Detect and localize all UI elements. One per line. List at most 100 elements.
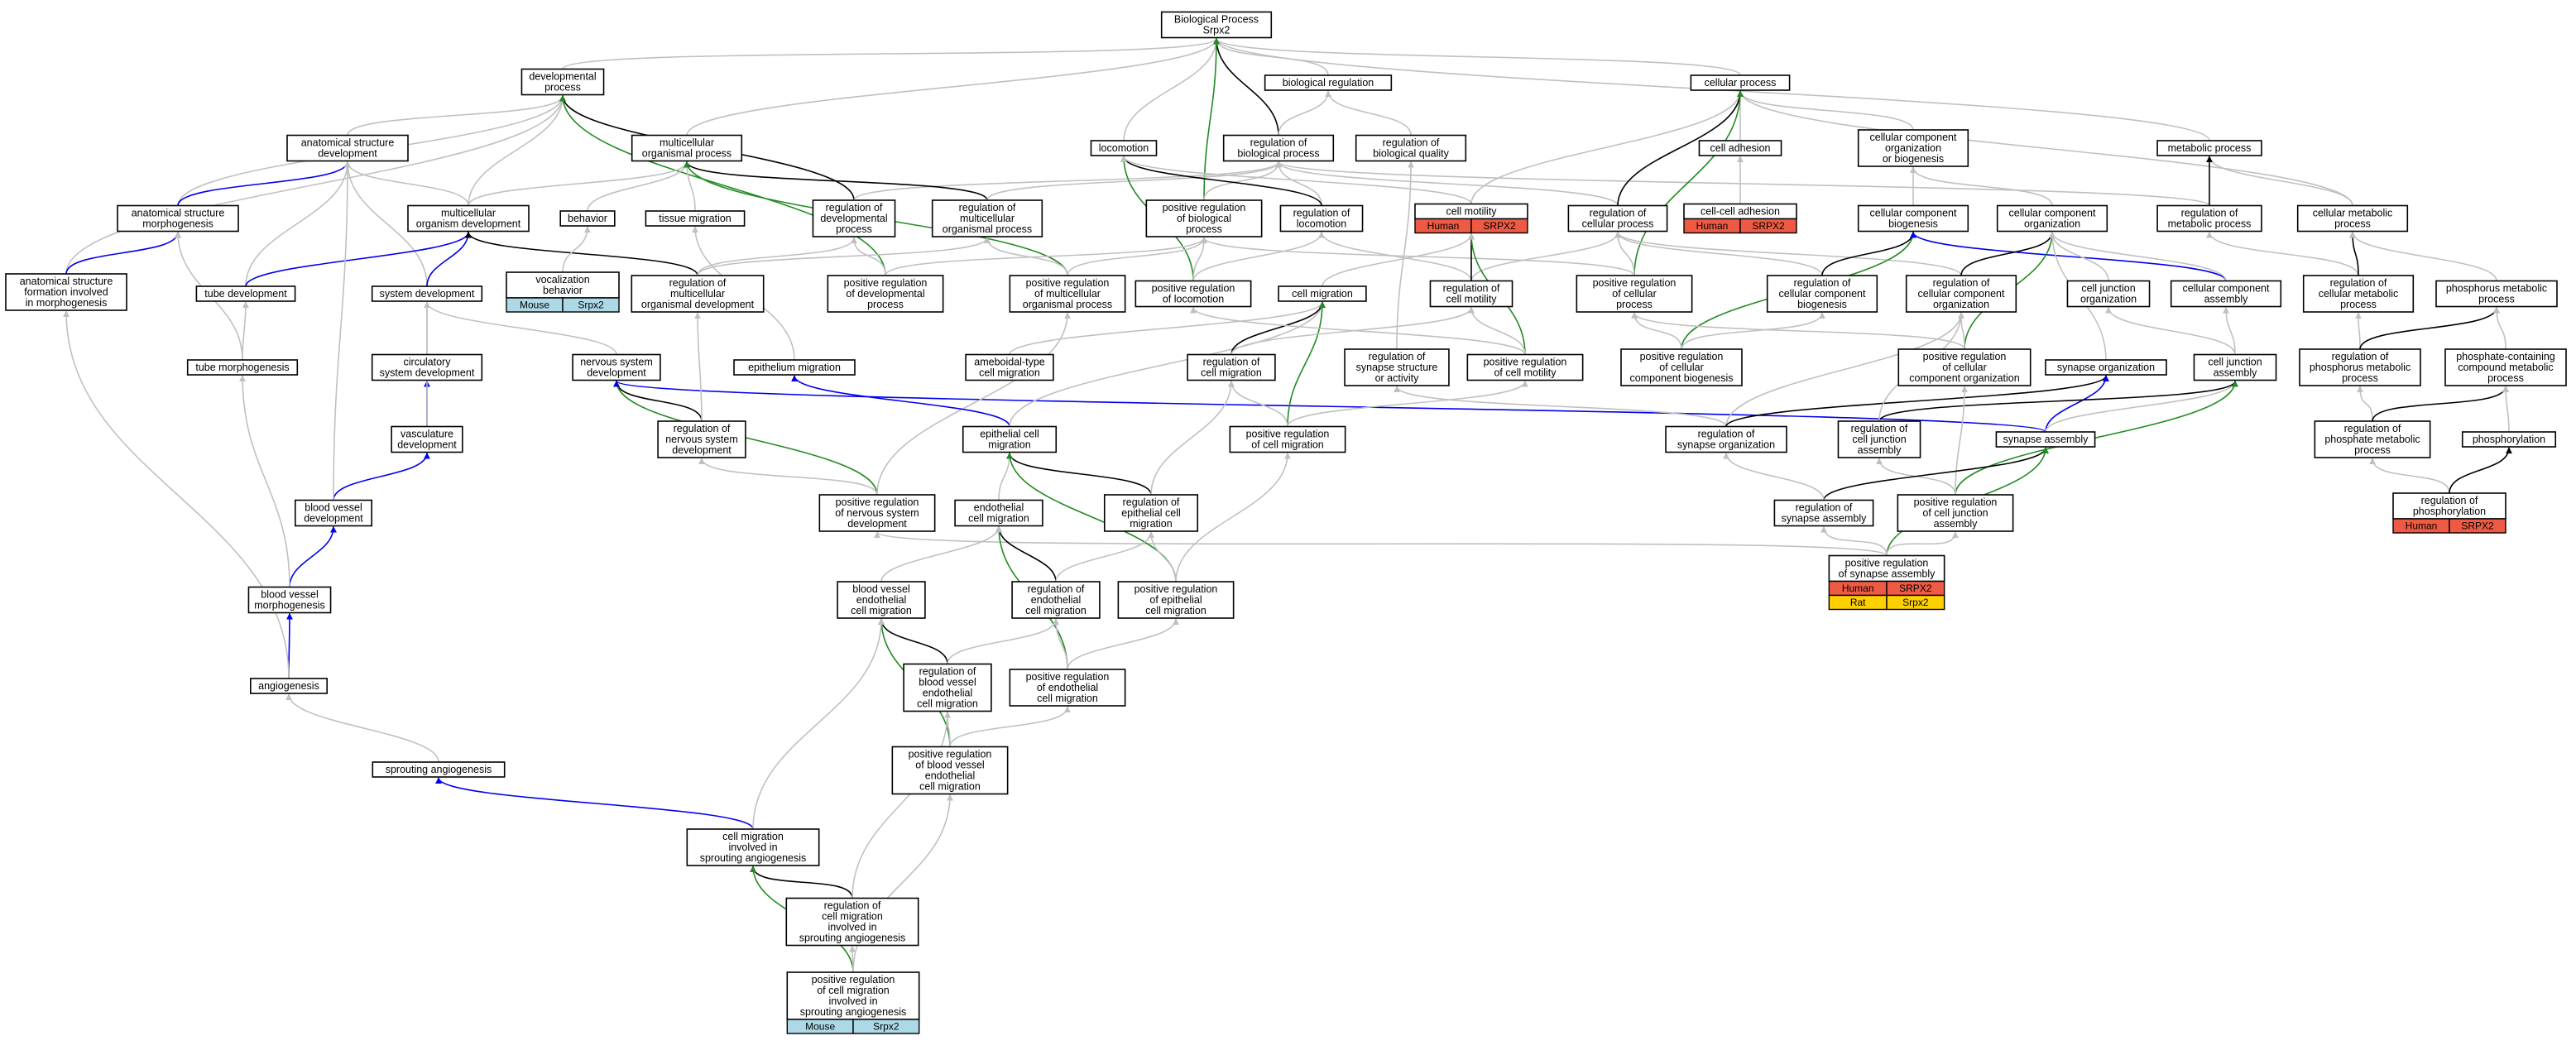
go-term-node-synorg[interactable]: synapse organization bbox=[2045, 359, 2167, 376]
go-term-node-tmig[interactable]: tissue migration bbox=[645, 210, 746, 227]
node-label-line: process bbox=[836, 223, 872, 235]
species-tag-label: Human bbox=[1427, 220, 1460, 232]
edge-is-a-cco-to-ccob bbox=[1910, 166, 2053, 206]
node-box bbox=[195, 285, 296, 302]
node-label-line: positive regulation bbox=[1923, 351, 2007, 362]
go-term-node-sangio[interactable]: sprouting angiogenesis bbox=[372, 761, 506, 778]
edge-is-a-ameb-to-cmig bbox=[1009, 301, 1326, 355]
go-term-node-metab[interactable]: metabolic process bbox=[2156, 140, 2262, 156]
go-term-node-cadh[interactable]: cell adhesion bbox=[1698, 140, 1782, 156]
go-term-node-phos[interactable]: phosphorylation bbox=[2461, 431, 2557, 448]
go-term-node-sdev[interactable]: system development bbox=[371, 285, 483, 302]
go-term-node-cmig[interactable]: cell migration bbox=[1278, 285, 1367, 302]
go-term-node-syna[interactable]: synapse assembly bbox=[1995, 431, 2096, 448]
node-label-line: positive regulation bbox=[1026, 671, 1110, 683]
go-term-node-loco[interactable]: locomotion bbox=[1090, 140, 1158, 156]
node-label-line: organization bbox=[2080, 294, 2137, 305]
node-box bbox=[2314, 420, 2431, 458]
go-term-node-tdev[interactable]: tube development bbox=[195, 285, 296, 302]
node-label-line: process bbox=[2340, 299, 2377, 310]
edge-is-a-rbp-to-breg bbox=[1278, 90, 1331, 136]
edge-regulates-rccb-to-ccb bbox=[1821, 231, 1916, 276]
go-term-node-tmorph[interactable]: tube morphogenesis bbox=[186, 359, 299, 376]
node-label-line: formation involved bbox=[24, 286, 108, 298]
go-term-node-breg[interactable]: biological regulation bbox=[1264, 74, 1393, 91]
go-term-node-angio[interactable]: angiogenesis bbox=[249, 678, 328, 694]
go-term-node-emig[interactable]: epithelium migration bbox=[733, 359, 856, 376]
go-term-node-cproc[interactable]: cellular process bbox=[1690, 74, 1791, 91]
go-term-node-behav[interactable]: behavior bbox=[559, 210, 616, 227]
